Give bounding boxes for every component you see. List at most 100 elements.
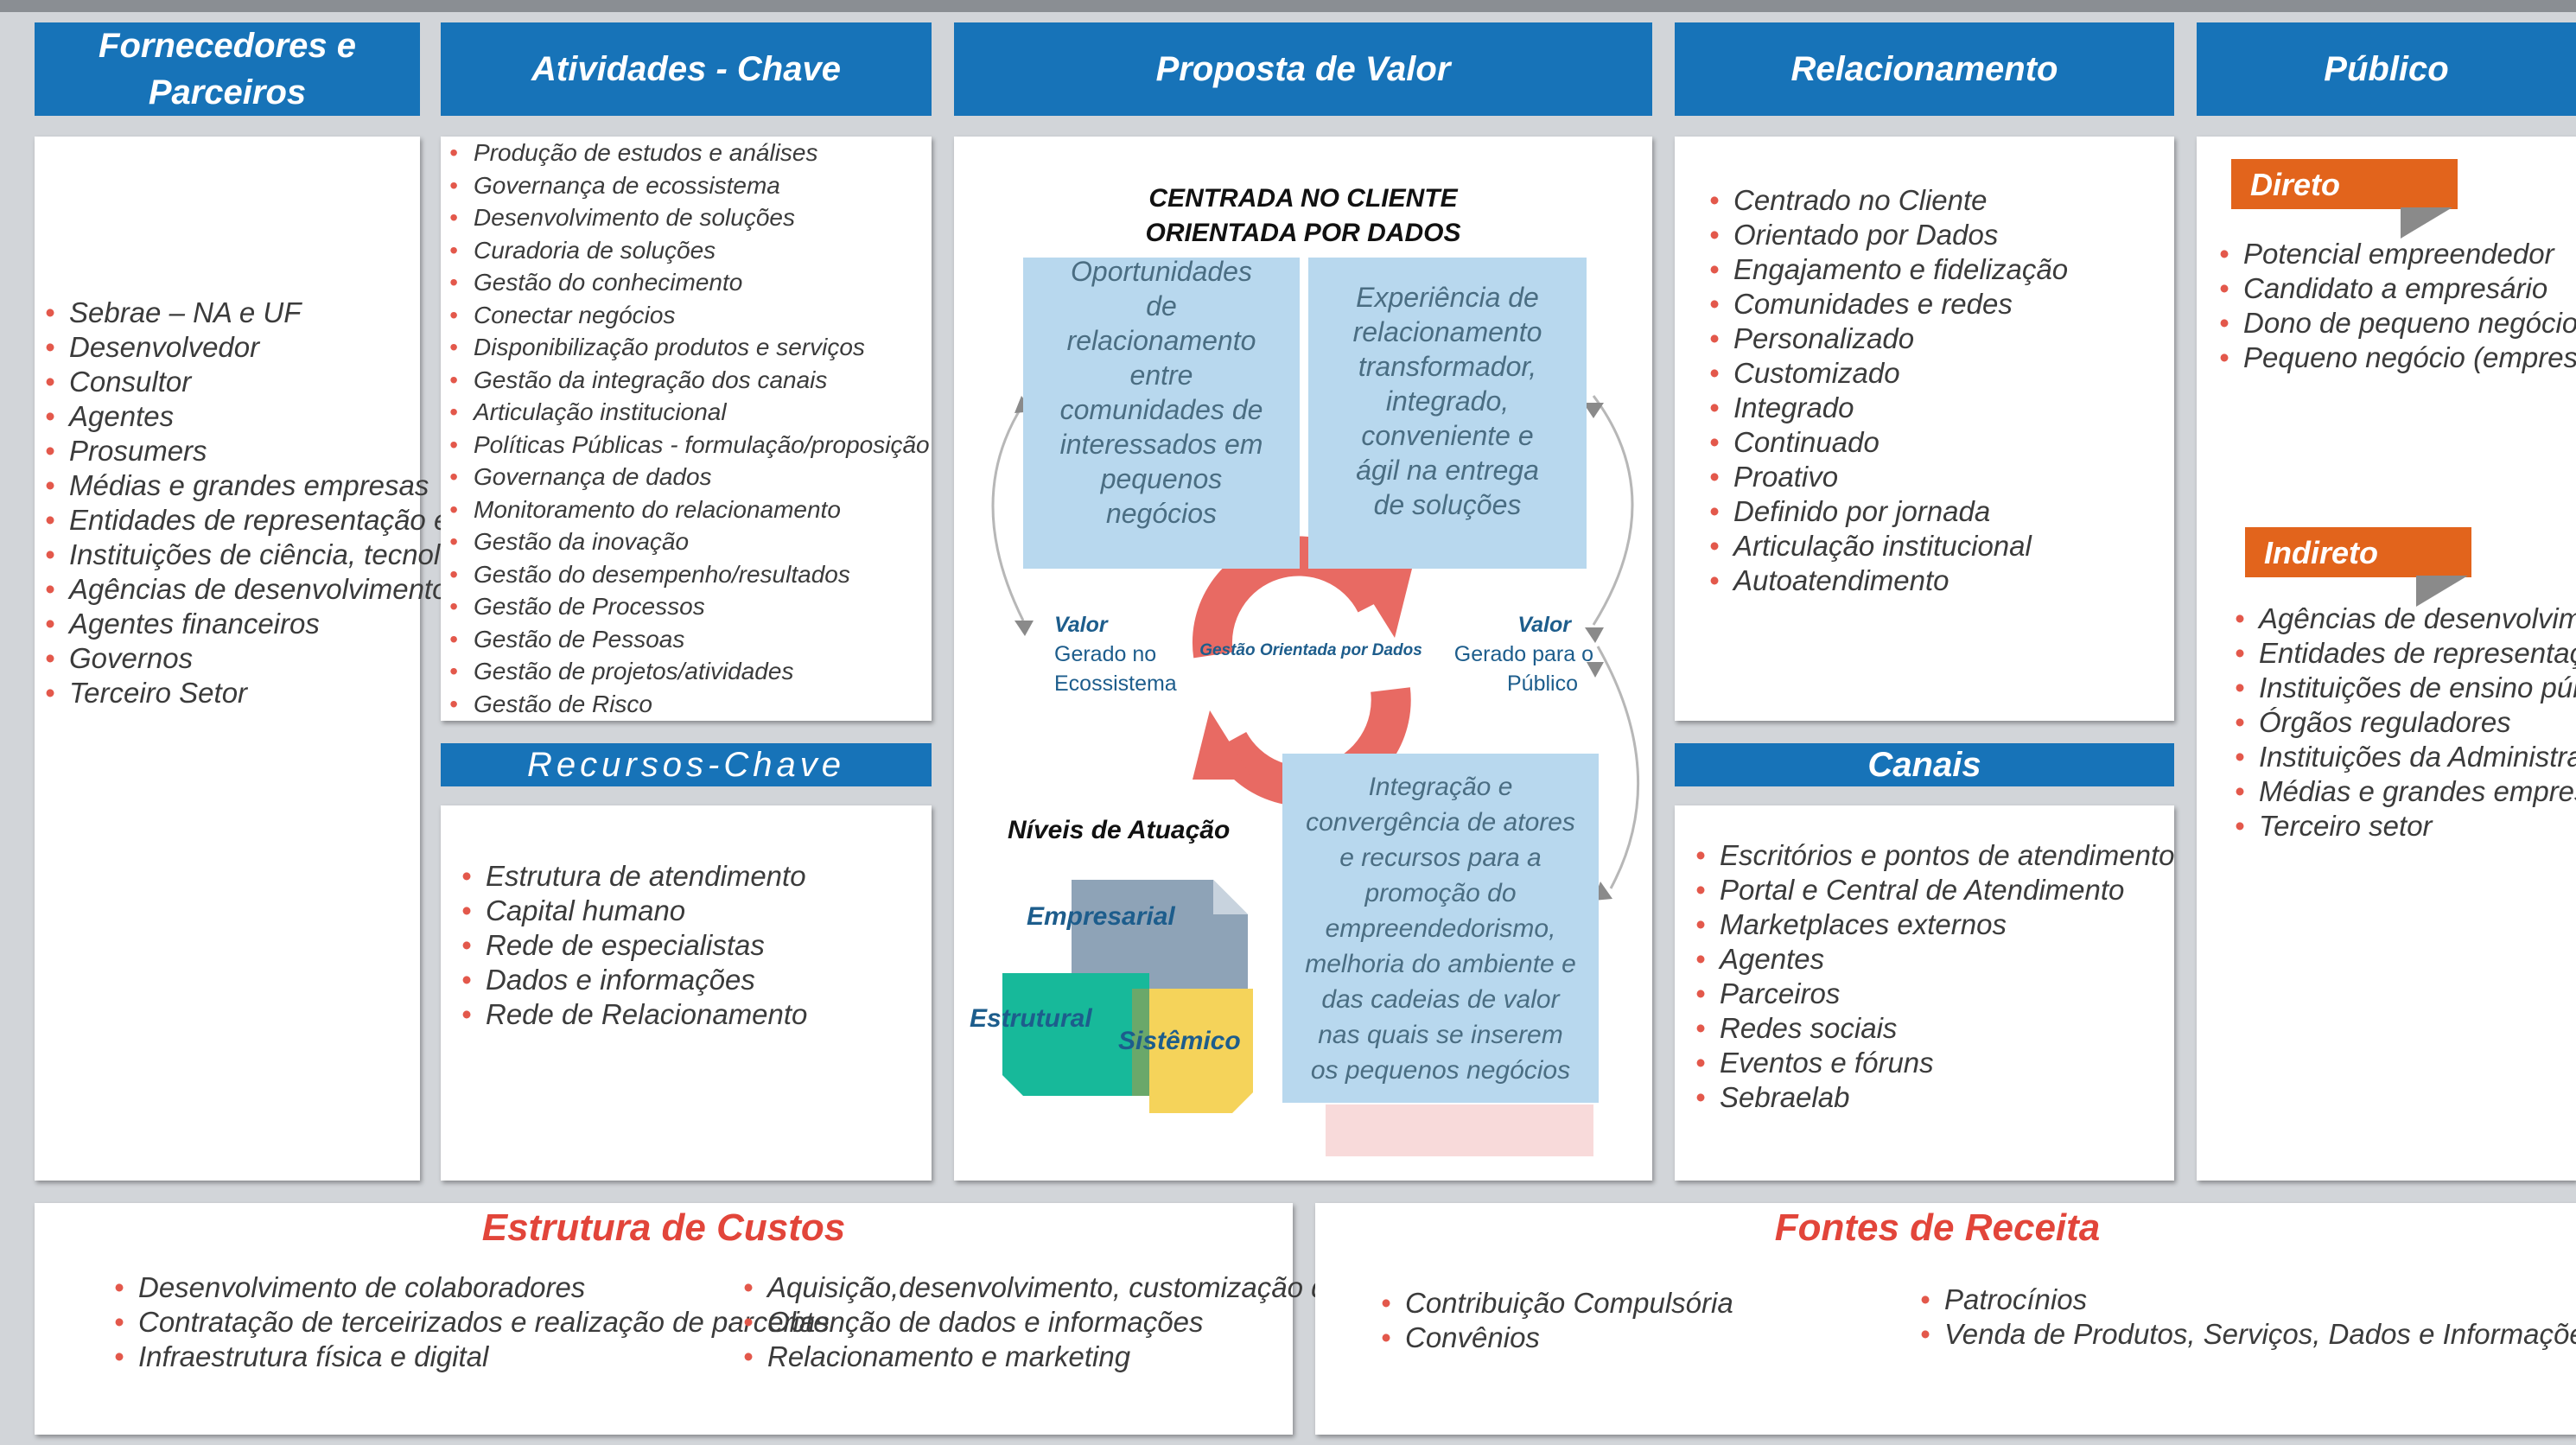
list-item: Sebrae – NA e UF [45,296,425,330]
text-oportunidades: Oportunidades de relacionamento entre co… [1023,254,1300,531]
top-border [0,0,2576,12]
list-item: Gestão da inovação [449,525,925,558]
niveis-squares [1002,880,1253,1113]
text-line: integrado, [1385,385,1510,417]
list-item: Rede de Relacionamento [461,997,807,1032]
text-line: os pequenos negócios [1310,1056,1571,1085]
text-line: comunidades de [1059,394,1263,425]
list-item: Gestão do desempenho/resultados [449,558,925,591]
list-item: Conectar negócios [449,299,925,332]
panel-canais: Escritórios e pontos de atendimento Port… [1675,805,2174,1181]
valor-ecossistema-label: Valor [1054,613,1108,637]
text-line: nas quais se inserem [1318,1021,1563,1049]
header-fornecedores: Fornecedores e Parceiros [35,22,420,116]
cycle-icon-bottom-arrow [1193,710,1253,780]
panel-fornecedores: Sebrae – NA e UF Desenvolvedor Consultor… [35,137,740,1181]
cycle-arc-left [991,404,1025,621]
list-item: Instituições de ensino públicas e privad… [2235,671,2576,705]
header-canais: Canais [1675,743,2174,786]
label-sistemico: Sistêmico [1118,1027,1241,1055]
cycle-arc-right-lower [1596,646,1640,889]
relacionamento-list: Centrado no Cliente Orientado por Dados … [1709,183,2068,598]
proposta-heading-line1: CENTRADA NO CLIENTE [1148,184,1458,213]
list-item: Marketplaces externos [1695,907,2174,942]
header-relacionamento: Relacionamento [1675,22,2174,116]
list-item: Pequeno negócio (empresas, artesãos e pr… [2219,341,2576,375]
list-item: Governança de ecossistema [449,169,925,202]
list-item: Desenvolvedor [45,330,425,365]
list-item: Desenvolvimento de colaboradores [114,1270,667,1305]
text-line: Integração e [1368,773,1513,801]
list-item: Monitoramento do relacionamento [449,493,925,526]
text-line: ágil na entrega [1356,455,1539,486]
list-item: Instituições de ciência, tecnologia, ino… [45,538,740,572]
list-item: Articulação institucional [1709,529,2068,563]
pink-shadow [1326,1104,1593,1156]
list-item: Desenvolvimento de soluções [449,201,925,234]
header-fornecedores-line1: Fornecedores e [99,27,356,65]
list-item: Sebraelab [1695,1080,2174,1115]
list-item: Gestão do conhecimento [449,266,925,299]
list-item: Personalizado [1709,321,2068,356]
list-item: Customizado [1709,356,2068,391]
text-line: Experiência de [1356,282,1539,313]
list-item: Disponibilização produtos e serviços [449,331,925,364]
list-item: Estrutura de atendimento [461,859,807,894]
list-item: Redes sociais [1695,1011,2174,1046]
list-item: Autoatendimento [1709,563,2068,598]
panel-atividades: Produção de estudos e análises Governanç… [441,137,932,721]
atividades-list: Produção de estudos e análises Governanç… [449,137,930,720]
list-item: Proativo [1709,460,2068,494]
text-line: das cadeias de valor [1321,985,1560,1014]
list-item: Contribuição Compulsória [1381,1286,1733,1321]
box-integracao [1282,754,1599,1103]
proposta-heading-line2: ORIENTADA POR DADOS [1145,219,1461,247]
list-item: Venda de Produtos, Serviços, Dados e Inf… [1920,1317,2576,1352]
text-line: convergência de atores [1306,808,1575,837]
list-item: Prosumers [45,434,425,468]
list-item: Relacionamento e marketing [743,1340,1296,1374]
square-estrutural [1002,973,1149,1096]
list-item: Obtenção de dados e informações [743,1305,1296,1340]
text-line: e recursos para a [1339,843,1542,872]
cycle-icon-top-arrow [1352,569,1412,638]
text-line: melhoria do ambiente e [1305,950,1576,978]
arrow-head-right-mid [1585,627,1604,643]
list-item: Parceiros [1695,977,2174,1011]
list-item: Portal e Central de Atendimento [1695,873,2174,907]
badge-direto-tail [2401,207,2452,239]
list-item: Governança de dados [449,461,925,493]
recursos-list: Estrutura de atendimento Capital humano … [461,859,807,1032]
list-item: Agentes financeiros [45,607,425,641]
list-item: Agentes [1695,942,2174,977]
list-item: Gestão de projetos/atividades [449,655,925,688]
list-item: Contratação de terceirizados e realizaçã… [114,1305,830,1340]
list-item: Governos [45,641,425,676]
receita-left-list: Contribuição Compulsória Convênios [1381,1286,1733,1355]
arrow-head-right-lower [1587,662,1604,678]
panel-publico: Direto Potencial empreendedor Candidato … [2197,137,2576,1181]
header-proposta: Proposta de Valor [954,22,1652,116]
text-line: interessados em [1059,429,1263,460]
list-item: Orientado por Dados [1709,218,2068,252]
fornecedores-list: Sebrae – NA e UF Desenvolvedor Consultor… [45,296,740,710]
badge-indireto: Indireto [2245,527,2471,577]
indireto-list: Agências de desenvolvimento Entidades de… [2235,602,2576,843]
valor-publico-line2: Público [1507,672,1578,696]
list-item: Instituições da Administração Públicas [2235,740,2576,774]
canais-list: Escritórios e pontos de atendimento Port… [1695,838,2174,1115]
text-line: promoção do [1364,879,1517,907]
valor-ecossistema-line2: Ecossistema [1054,672,1177,696]
label-empresarial: Empresarial [1027,902,1175,931]
label-estrutural: Estrutural [970,1004,1092,1033]
panel-receita: Fontes de Receita Contribuição Compulsór… [1315,1203,2576,1435]
cycle-arc-right [1592,395,1634,626]
list-item: Produção de estudos e análises [449,137,925,169]
text-line: Oportunidades [1071,256,1252,287]
list-item: Aquisição,desenvolvimento, customização … [743,1270,1598,1305]
header-fornecedores-line2: Parceiros [148,73,307,111]
text-line: empreendedorismo, [1325,914,1556,943]
panel-recursos: Estrutura de atendimento Capital humano … [441,805,932,1181]
list-item: Centrado no Cliente [1709,183,2068,218]
list-item: Terceiro setor [2235,809,2554,843]
